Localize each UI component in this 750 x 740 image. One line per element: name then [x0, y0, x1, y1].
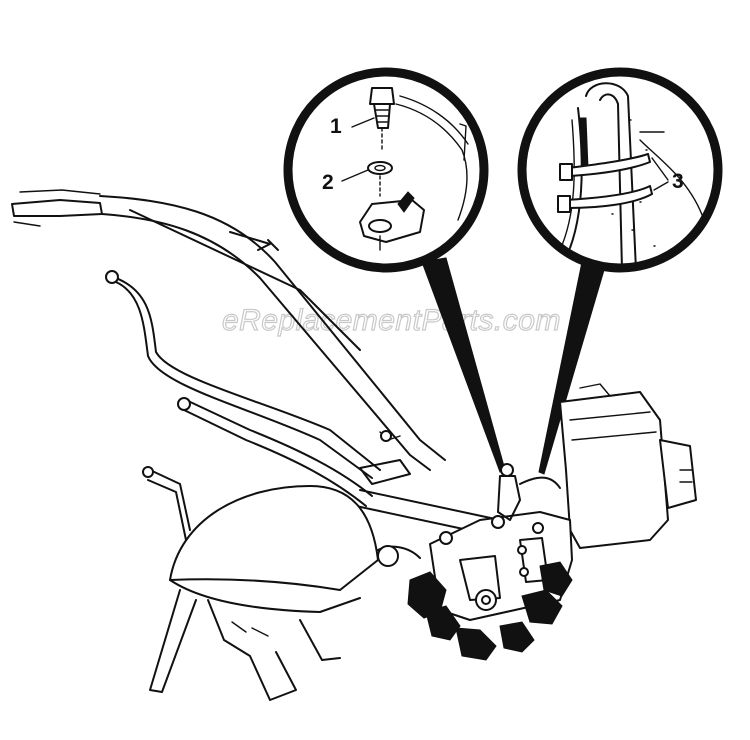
leader-line-2	[341, 169, 369, 182]
cable-tie-icon	[557, 153, 653, 213]
leader-line-3b	[653, 181, 669, 191]
engine-side-cover	[659, 439, 697, 509]
handlebar-assembly	[11, 189, 541, 541]
cable-clamp-bracket	[359, 191, 425, 251]
handle-grip-upper	[11, 199, 103, 217]
washer-icon	[367, 161, 393, 197]
tine-assembly	[407, 561, 573, 661]
lever-knob-upper	[105, 270, 119, 284]
leader-line-3a	[651, 157, 669, 181]
engine-block	[559, 383, 697, 549]
cable-bracket	[497, 475, 521, 521]
callout-2: 2	[322, 171, 334, 194]
tine-shield	[149, 459, 421, 701]
watermark-text: eReplacementParts.com	[222, 304, 561, 337]
bracket-bolt	[500, 463, 514, 477]
callout-1: 1	[330, 115, 342, 138]
inset-detail-bolt: 1 2	[283, 67, 489, 273]
inset-pointer-left	[421, 257, 506, 473]
lever-knob-lower	[142, 466, 154, 478]
callout-3: 3	[672, 170, 684, 193]
leader-line-1	[351, 117, 375, 128]
lever-knob-middle	[177, 397, 191, 411]
inset-detail-cable-ties: 3	[517, 67, 723, 273]
depth-bar-wheel	[377, 545, 399, 567]
bolt-icon	[369, 87, 395, 151]
